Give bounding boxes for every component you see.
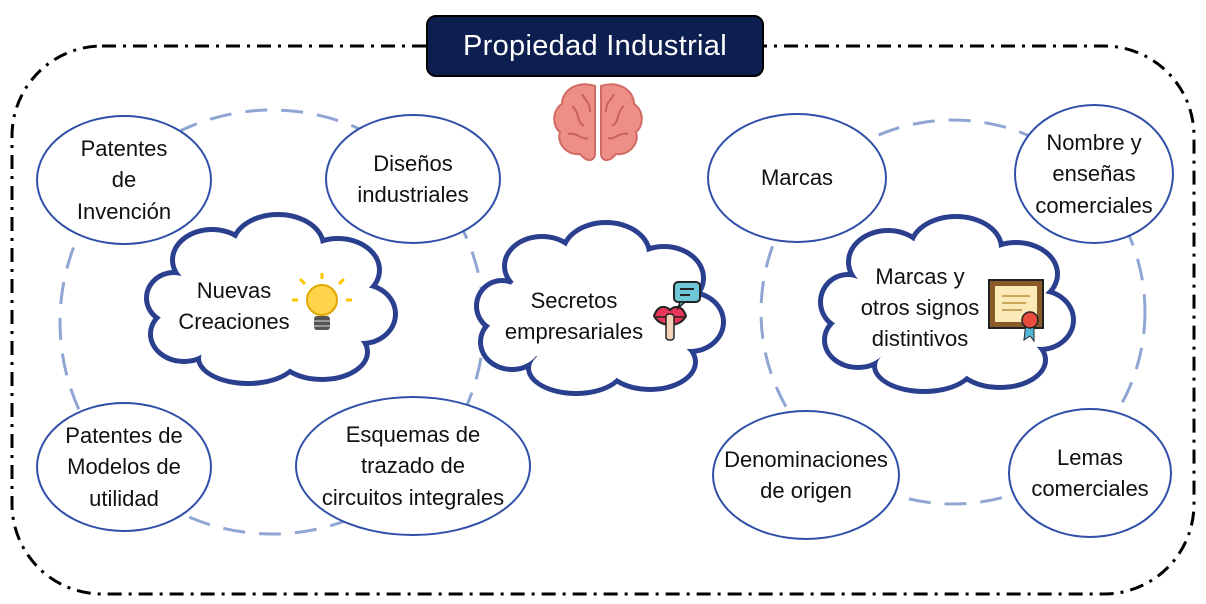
cloud-label-marcas: Marcas y otros signos distintivos — [860, 264, 980, 351]
node-marcas: Marcas — [707, 113, 887, 243]
lightbulb-icon — [292, 273, 352, 330]
node-esquemas-trazado: Esquemas de trazado de circuitos integra… — [295, 396, 531, 536]
node-nombre-ensenas: Nombre y enseñas comerciales — [1014, 104, 1174, 244]
brain-icon — [553, 83, 643, 161]
node-patentes-invencion: Patentes de Invención — [36, 115, 212, 245]
page-title: Propiedad Industrial — [426, 15, 764, 77]
node-disenos-industriales: Diseños industriales — [325, 114, 501, 244]
certificate-icon — [988, 279, 1044, 343]
right-dashed-circle — [759, 118, 1147, 506]
lips-secret-icon — [652, 281, 701, 341]
cloud-nuevas-creaciones — [144, 212, 398, 386]
cloud-label-nuevas-creaciones: Nuevas Creaciones — [178, 278, 290, 334]
node-lemas-comerciales: Lemas comerciales — [1008, 408, 1172, 538]
node-patentes-modelos-utilidad: Patentes de Modelos de utilidad — [36, 402, 212, 532]
cloud-label-secretos: Secretos empresariales — [504, 288, 644, 344]
cloud-marcas — [818, 214, 1076, 394]
node-denominaciones-origen: Denominaciones de origen — [712, 410, 900, 540]
